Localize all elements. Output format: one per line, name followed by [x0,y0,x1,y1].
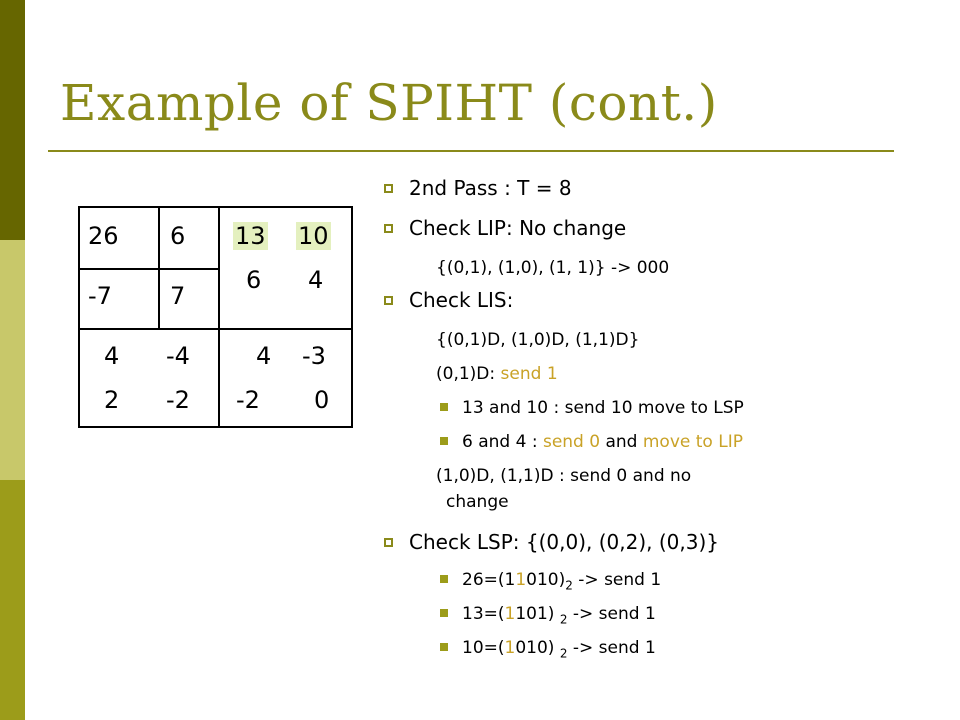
table-cell: 6 [170,222,186,250]
sub-text: (0,1)D: [436,364,501,384]
table-cell: -2 [236,386,260,414]
table-cell: -7 [88,282,112,310]
sub-sub-bullet: 13 and 10 : send 10 move to LSP [440,398,744,418]
square-bullet-icon [384,538,393,547]
grid-line [80,268,218,270]
table-cell: 4 [104,342,120,370]
table-cell-highlight: 13 [233,222,268,250]
slide-title: Example of SPIHT (cont.) [60,74,718,132]
bullet-text: Check LSP: {(0,0), (0,2), (0,3)} [409,530,719,554]
sub-text: 13=( [462,604,505,624]
filled-square-bullet-icon [440,575,448,583]
bullet-text: Check LIP: No change [409,216,627,240]
subscript: 2 [559,646,568,661]
grid-line [80,328,351,330]
sub-sub-bullet: 13=(1101) 2 -> send 1 [440,604,656,626]
sub-text: 10=( [462,638,505,658]
title-divider [48,150,894,152]
table-cell: 4 [256,342,272,370]
highlight-text: 1 [504,638,516,658]
sub-line: change [446,492,509,512]
bullet-text: Check LIS: [409,288,514,312]
table-cell: 7 [170,282,186,310]
sub-text: 6 and 4 : [462,432,543,452]
sub-text: 26=(1 [462,570,516,590]
side-bar-top [0,0,25,240]
grid-line [218,208,220,426]
bullet-pass: 2nd Pass : T = 8 [384,176,572,200]
sub-sub-bullet: 26=(11010)2 -> send 1 [440,570,661,592]
side-bar-bottom [0,480,25,720]
bullet-check-lip: Check LIP: No change [384,216,626,240]
sub-text: -> send 1 [567,638,656,658]
sub-line: {(0,1), (1,0), (1, 1)} -> 000 [436,258,670,278]
square-bullet-icon [384,296,393,305]
sub-text: and [600,432,643,452]
subscript: 2 [559,612,568,627]
filled-square-bullet-icon [440,437,448,445]
table-cell-highlight: 10 [296,222,331,250]
sub-text: -> send 1 [567,604,656,624]
subscript: 2 [565,578,573,593]
square-bullet-icon [384,184,393,193]
highlight-text: send 0 [542,432,601,452]
sub-text: 010) [515,638,560,658]
filled-square-bullet-icon [440,643,448,651]
sub-line: (1,0)D, (1,1)D : send 0 and no [436,466,692,486]
highlight-text: move to LIP [642,432,743,452]
table-cell: 6 [246,266,262,294]
highlight-text: 1 [515,570,527,590]
coefficient-table: 26 6 -7 7 13 10 6 4 4 -4 2 -2 4 -3 -2 0 [78,206,353,428]
sub-line: {(0,1)D, (1,0)D, (1,1)D} [436,330,640,350]
sub-line: (0,1)D: send 1 [436,364,558,384]
bullet-check-lis: Check LIS: [384,288,513,312]
side-bar-middle [0,240,25,480]
table-cell: 2 [104,386,120,414]
filled-square-bullet-icon [440,609,448,617]
sub-sub-bullet: 6 and 4 : send 0 and move to LIP [440,432,743,452]
highlight-text: send 1 [500,364,558,384]
bullet-text: 2nd Pass : T = 8 [409,176,572,200]
table-cell: 0 [314,386,330,414]
highlight-text: 1 [504,604,516,624]
filled-square-bullet-icon [440,403,448,411]
table-cell: 4 [308,266,324,294]
sub-text: 13 and 10 : send 10 move to LSP [462,398,744,418]
square-bullet-icon [384,224,393,233]
bullet-check-lsp: Check LSP: {(0,0), (0,2), (0,3)} [384,530,719,554]
table-cell: -2 [166,386,190,414]
table-cell: 26 [88,222,119,250]
sub-sub-bullet: 10=(1010) 2 -> send 1 [440,638,656,660]
table-cell: -3 [302,342,326,370]
table-cell: -4 [166,342,190,370]
sub-text: -> send 1 [572,570,662,590]
sub-text: 010) [526,570,566,590]
sub-text: 101) [515,604,560,624]
